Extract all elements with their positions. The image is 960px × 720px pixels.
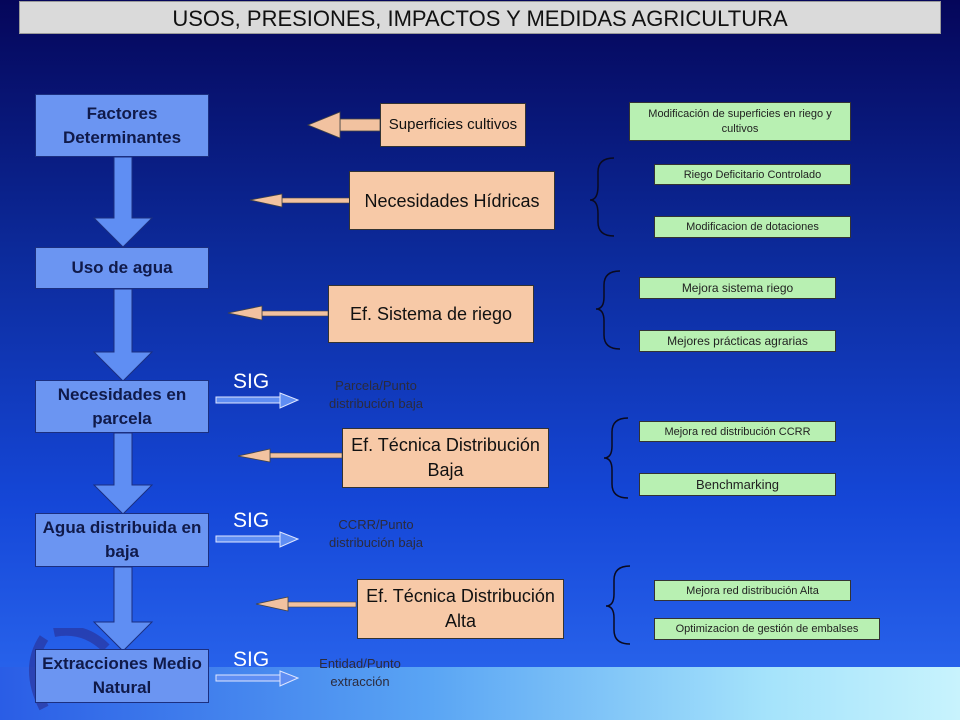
sig-note-parcela: Parcela/Punto distribución baja xyxy=(329,378,423,411)
brace-3 xyxy=(603,417,629,499)
factor-box-extracciones: Extracciones Medio Natural xyxy=(35,649,209,703)
flow-arrow-4 xyxy=(92,566,154,652)
measure-box-modificacion-dotaciones: Modificacion de dotaciones xyxy=(654,216,851,238)
factor-box-factores-determinantes: Factores Determinantes xyxy=(35,94,209,157)
sig-label-3: SIG xyxy=(233,648,270,671)
measure-box-mejores-practicas: Mejores prácticas agrarias xyxy=(639,330,836,352)
brace-1 xyxy=(589,157,615,237)
flow-arrow-3 xyxy=(92,432,154,515)
pressure-box-ef-tecnica-alta: Ef. Técnica Distribución Alta xyxy=(357,579,564,639)
brace-2 xyxy=(595,270,621,350)
pressure-arrow-4 xyxy=(237,448,343,463)
sig-note-entidad: Entidad/Punto extracción xyxy=(319,656,401,689)
page-title: USOS, PRESIONES, IMPACTOS Y MEDIDAS AGRI… xyxy=(19,1,941,34)
pressure-box-necesidades-hidricas: Necesidades Hídricas xyxy=(349,171,555,230)
pressure-box-ef-sistema-riego: Ef. Sistema de riego xyxy=(328,285,534,343)
pressure-box-ef-tecnica-baja: Ef. Técnica Distribución Baja xyxy=(342,428,549,488)
pressure-arrow-5 xyxy=(255,596,357,612)
pressure-arrow-2 xyxy=(249,193,351,208)
measure-box-modificacion-superficies: Modificación de superficies en riego y c… xyxy=(629,102,851,141)
sig-arrow-3 xyxy=(215,670,300,687)
measure-box-mejora-sistema-riego: Mejora sistema riego xyxy=(639,277,836,299)
pressure-arrow-3 xyxy=(227,305,329,321)
flow-arrow-1 xyxy=(92,156,154,248)
brace-4 xyxy=(605,565,631,645)
factor-box-agua-distribuida: Agua distribuida en baja xyxy=(35,513,209,567)
sig-label-2: SIG xyxy=(233,509,270,532)
measure-box-optimizacion-embalses: Optimizacion de gestión de embalses xyxy=(654,618,880,640)
sig-arrow-1 xyxy=(215,392,300,409)
measure-box-riego-deficitario: Riego Deficitario Controlado xyxy=(654,164,851,185)
flow-arrow-2 xyxy=(92,288,154,382)
pressure-box-superficies: Superficies cultivos xyxy=(380,103,526,147)
measure-box-mejora-red-alta: Mejora red distribución Alta xyxy=(654,580,851,601)
factor-box-uso-de-agua: Uso de agua xyxy=(35,247,209,289)
factor-box-necesidades-parcela: Necesidades en parcela xyxy=(35,380,209,433)
measure-box-benchmarking: Benchmarking xyxy=(639,473,836,496)
sig-note-ccrr: CCRR/Punto distribución baja xyxy=(329,517,423,550)
sig-label-1: SIG xyxy=(233,370,270,393)
pressure-arrow-1 xyxy=(306,111,381,139)
measure-box-mejora-red-ccrr: Mejora red distribución CCRR xyxy=(639,421,836,442)
sig-arrow-2 xyxy=(215,531,300,548)
